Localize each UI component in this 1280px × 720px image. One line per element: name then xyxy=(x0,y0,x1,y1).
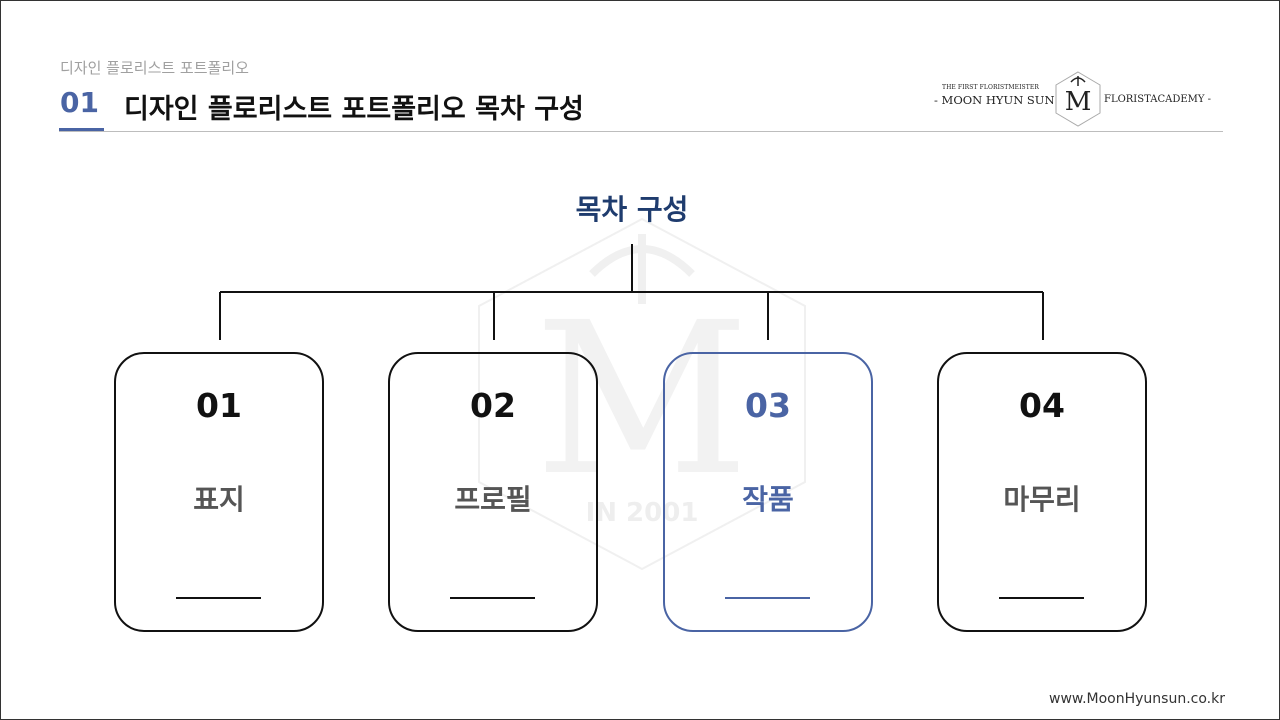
header-subtitle: 디자인 플로리스트 포트폴리오 xyxy=(60,59,249,77)
toc-card-underline xyxy=(725,597,810,599)
toc-card-number: 03 xyxy=(745,386,791,425)
toc-card-label: 마무리 xyxy=(1003,483,1081,516)
section-number: 01 xyxy=(60,86,99,119)
header-divider xyxy=(59,131,1223,132)
toc-title: 목차 구성 xyxy=(575,193,689,226)
toc-card-label: 표지 xyxy=(193,483,245,516)
toc-card-number: 02 xyxy=(470,386,516,425)
watermark-emblem-icon: M IN 2001 xyxy=(478,217,806,571)
toc-card-underline xyxy=(176,597,261,599)
logo-right-text: FLORISTACADEMY - xyxy=(1104,94,1212,105)
toc-card-label: 작품 xyxy=(742,483,794,516)
section-number-underline xyxy=(59,128,104,132)
svg-text:M: M xyxy=(1065,87,1092,117)
toc-card-profile[interactable]: 02 프로필 xyxy=(388,352,598,632)
logo-emblem-icon: M xyxy=(1055,71,1101,127)
toc-card-number: 01 xyxy=(196,386,242,425)
svg-text:M: M xyxy=(534,277,749,522)
logo-tagline: THE FIRST FLORISTMEISTER xyxy=(942,84,1039,91)
toc-card-works[interactable]: 03 작품 xyxy=(663,352,873,632)
academy-logo: THE FIRST FLORISTMEISTER - MOON HYUN SUN… xyxy=(932,70,1224,130)
website-url[interactable]: www.MoonHyunsun.co.kr xyxy=(1049,691,1225,707)
toc-card-label: 프로필 xyxy=(454,483,532,516)
toc-card-number: 04 xyxy=(1019,386,1065,425)
toc-card-closing[interactable]: 04 마무리 xyxy=(937,352,1147,632)
toc-card-underline xyxy=(450,597,535,599)
toc-card-underline xyxy=(999,597,1084,599)
toc-card-cover[interactable]: 01 표지 xyxy=(114,352,324,632)
logo-left-text: - MOON HYUN SUN xyxy=(934,93,1055,107)
watermark-text: IN 2001 xyxy=(586,498,699,528)
page-title: 디자인 플로리스트 포트폴리오 목차 구성 xyxy=(124,94,584,125)
